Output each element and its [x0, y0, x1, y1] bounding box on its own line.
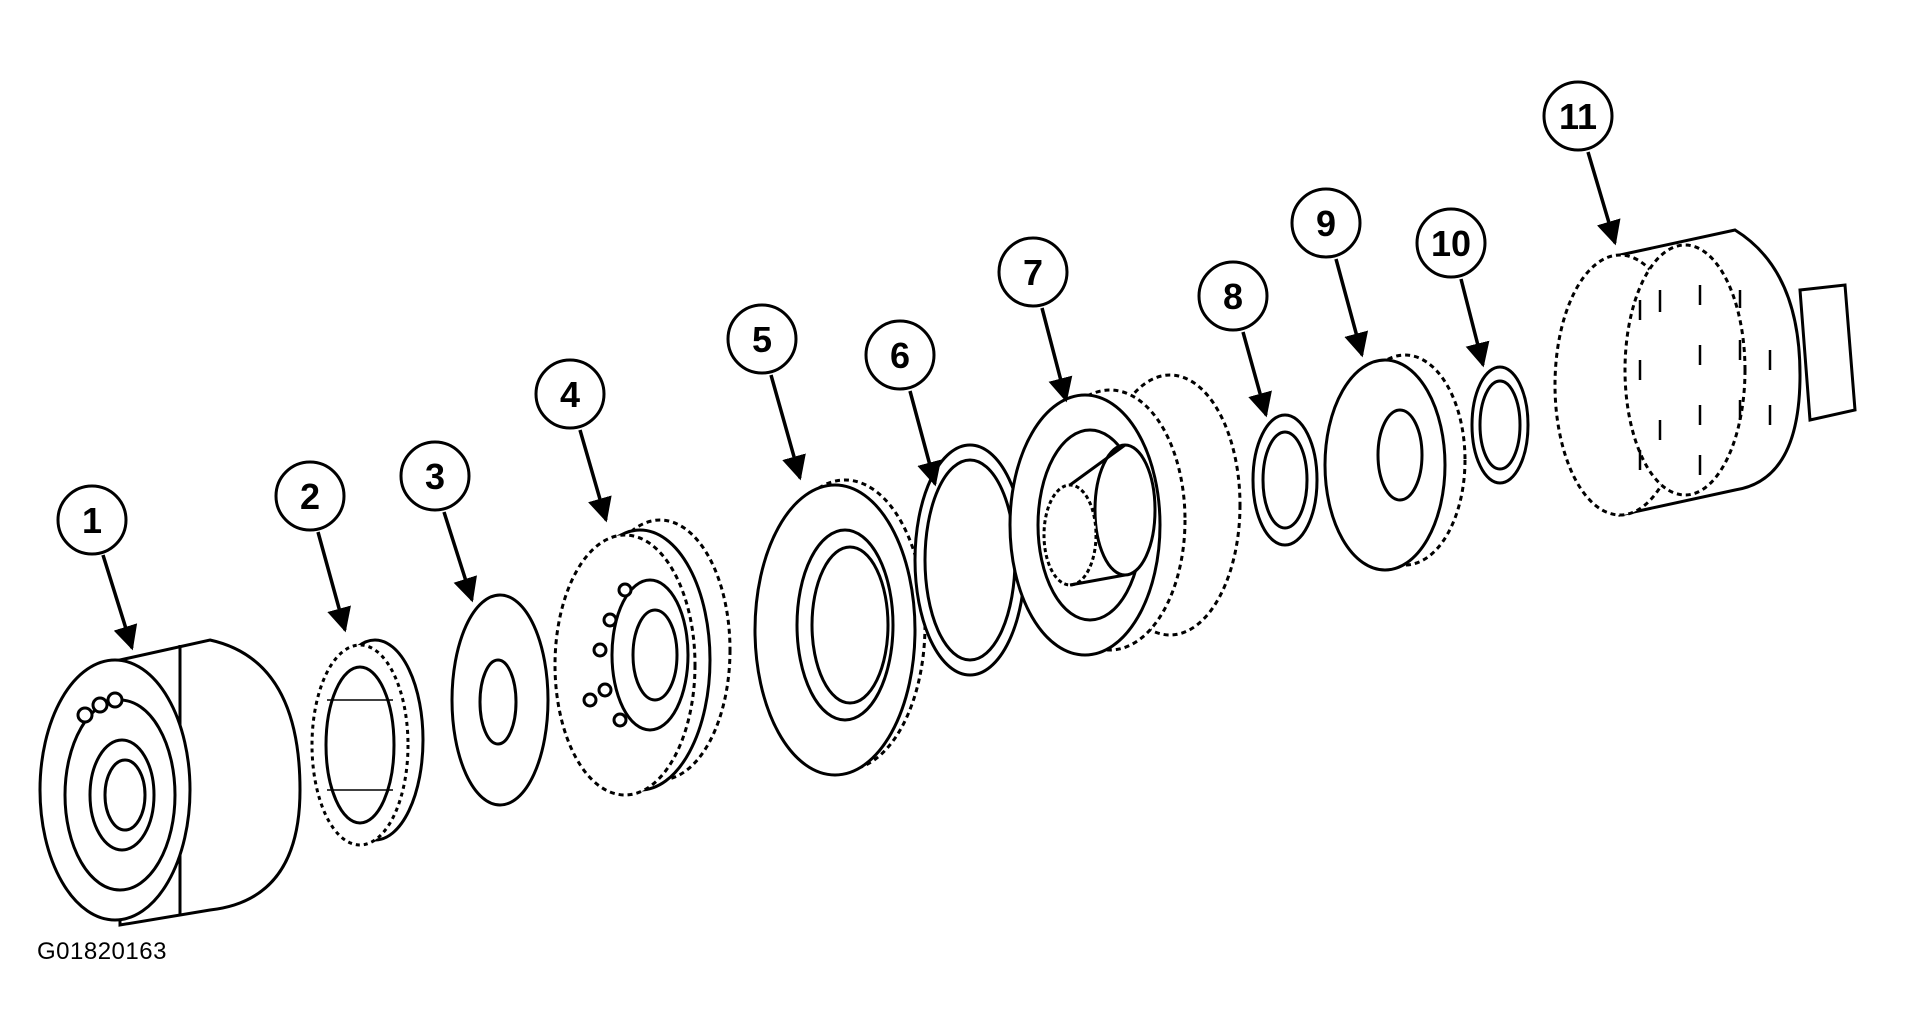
callouts: 1 2 3 4 5 6 7 — [56, 80, 1621, 651]
part-4-planetary-carrier — [553, 518, 732, 797]
callout-number: 1 — [82, 500, 102, 541]
part-1-drum-housing — [38, 638, 302, 927]
callout-9: 9 — [1290, 187, 1369, 358]
callout-number: 3 — [425, 456, 445, 497]
callout-1: 1 — [56, 484, 138, 651]
callout-number: 2 — [300, 476, 320, 517]
callout-11: 11 — [1542, 80, 1621, 246]
callout-7: 7 — [997, 236, 1073, 403]
part-2-gear-ring — [310, 638, 425, 847]
part-11-clutch-drum-shaft — [1553, 228, 1857, 517]
part-3-thrust-washer — [450, 593, 550, 807]
part-9-ring-gear — [1323, 353, 1467, 572]
callout-number: 9 — [1316, 203, 1336, 244]
callout-number: 6 — [890, 335, 910, 376]
part-7-planetary-gearset — [1008, 373, 1242, 657]
callout-4: 4 — [534, 358, 612, 523]
callout-2: 2 — [274, 460, 351, 633]
callout-3: 3 — [399, 440, 477, 603]
callout-number: 8 — [1223, 276, 1243, 317]
part-6-thrust-washer — [913, 443, 1027, 677]
callout-10: 10 — [1415, 207, 1490, 368]
part-8-thrust-bearing — [1251, 413, 1319, 547]
part-5-sun-gear-shell — [753, 478, 927, 777]
figure-id: G01820163 — [37, 938, 167, 965]
callout-number: 10 — [1431, 223, 1471, 264]
callout-number: 11 — [1559, 96, 1597, 137]
callout-6: 6 — [864, 319, 942, 487]
callout-number: 7 — [1023, 252, 1043, 293]
callout-number: 5 — [752, 319, 772, 360]
callout-number: 4 — [560, 374, 580, 415]
part-10-thrust-bearing — [1470, 365, 1530, 485]
callout-5: 5 — [726, 303, 806, 481]
callout-8: 8 — [1197, 260, 1272, 418]
